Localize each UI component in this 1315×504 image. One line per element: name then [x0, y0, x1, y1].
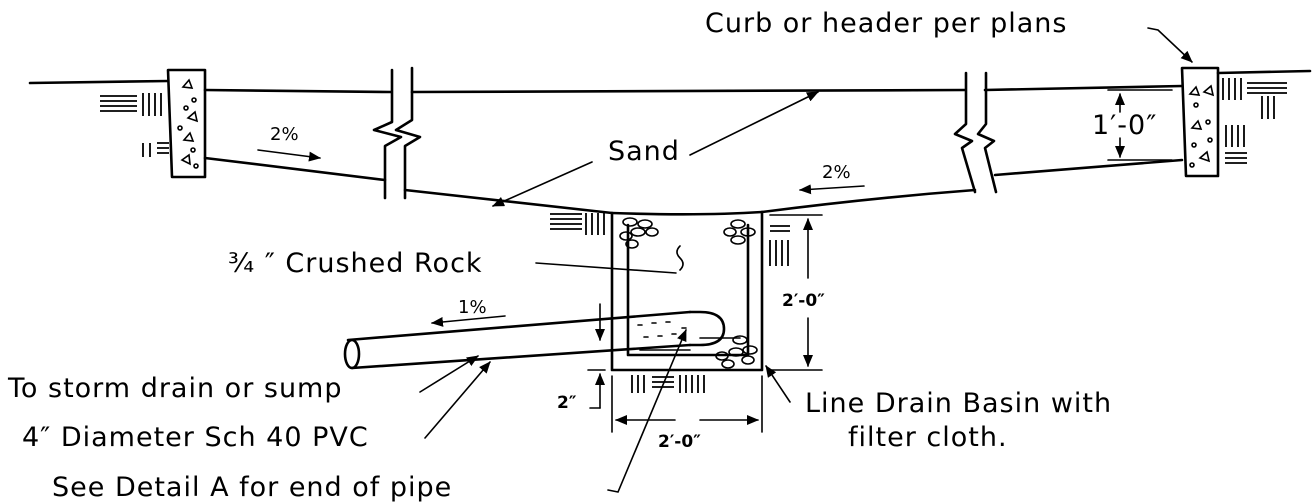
break-lines	[372, 66, 998, 200]
basin-height-label: 2′-0″	[782, 291, 825, 311]
pipe-callout: 4″ Diameter Sch 40 PVC	[22, 361, 491, 453]
right-curb	[1180, 66, 1220, 178]
sand-section	[203, 84, 1184, 216]
basin-width-dimension: 2′-0″	[611, 375, 763, 452]
pvc-pipe	[343, 310, 726, 370]
storm-label: To storm drain or sump	[7, 373, 343, 404]
pipe-slope-label: 1%	[458, 297, 487, 318]
detail-label: See Detail A for end of pipe	[52, 472, 452, 503]
basin-width-label: 2′-0″	[658, 432, 701, 452]
detail-callout: See Detail A for end of pipe	[52, 329, 687, 503]
pipe-label: 4″ Diameter Sch 40 PVC	[22, 422, 369, 453]
sand-label: Sand	[608, 136, 680, 167]
ground-lines	[28, 69, 1312, 85]
curb-height-label: 1′-0″	[1092, 110, 1157, 141]
right-slope-label: 2%	[822, 162, 851, 183]
drain-basin	[610, 210, 764, 372]
basin-label-2: filter cloth.	[848, 422, 1008, 453]
pipe-slope: 1%	[431, 297, 506, 327]
curb-height-dimension: 1′-0″	[1092, 89, 1173, 161]
pipe-offset-label: 2″	[557, 393, 577, 413]
sand-leaders: Sand	[492, 91, 819, 207]
right-slope: 2%	[799, 162, 865, 195]
storm-callout: To storm drain or sump	[7, 355, 479, 404]
basin-soil-hatch	[550, 213, 790, 393]
rock-callout: ¾ ″ Crushed Rock	[228, 248, 677, 279]
left-slope: 2%	[257, 124, 321, 162]
left-slope-label: 2%	[270, 124, 299, 145]
left-curb	[166, 68, 207, 179]
left-soil-hatch	[100, 93, 169, 157]
curb-label: Curb or header per plans	[705, 8, 1068, 39]
basin-label-1: Line Drain Basin with	[805, 388, 1112, 419]
basin-callout: Line Drain Basin with filter cloth.	[765, 365, 1112, 453]
basin-height-dimension: 2′-0″	[769, 214, 825, 371]
pipe-offset-dimension: 2″	[557, 303, 606, 413]
right-soil-hatch	[1222, 78, 1287, 164]
curb-leader: Curb or header per plans	[705, 8, 1193, 63]
crushed-rock	[619, 217, 758, 369]
rock-label: ¾ ″ Crushed Rock	[228, 248, 483, 279]
